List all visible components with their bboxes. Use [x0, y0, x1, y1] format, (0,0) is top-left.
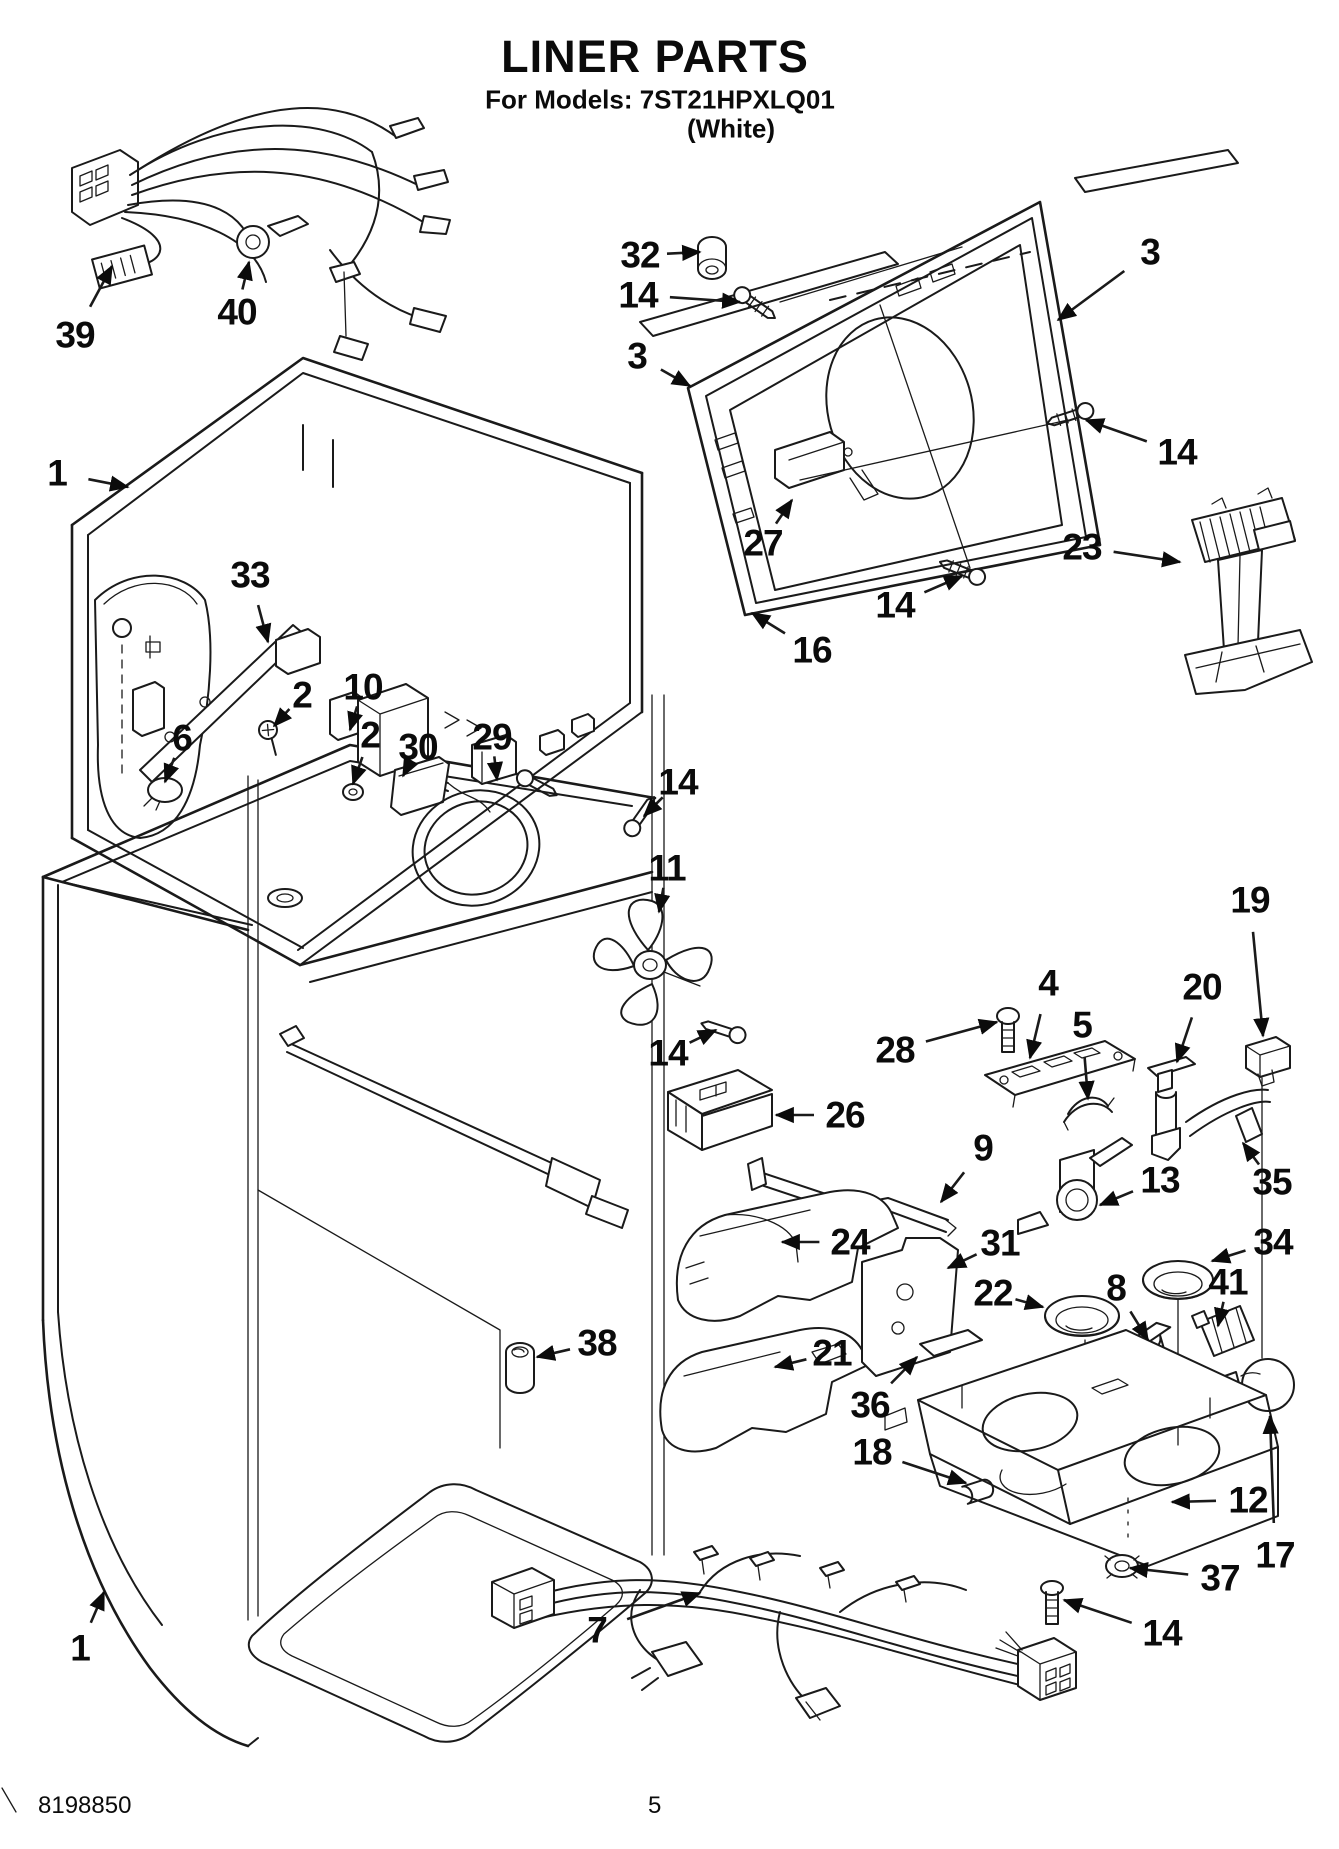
parts-cluster — [505, 1007, 1295, 1625]
page-title: LINER PARTS — [501, 31, 809, 82]
duct-21 — [659, 1327, 871, 1453]
callout-label-17: 17 — [1255, 1534, 1295, 1576]
callout-label-13: 13 — [1140, 1159, 1180, 1201]
nut-2 — [342, 783, 364, 801]
screw-14-fan-low — [700, 1020, 747, 1045]
fresh-food-liner — [41, 743, 657, 1748]
callout-label-20: 20 — [1182, 966, 1222, 1008]
ribbon-35 — [1185, 1088, 1271, 1143]
grommet-37 — [1104, 1554, 1140, 1579]
cup-22 — [1044, 1295, 1120, 1337]
box-26 — [667, 1069, 773, 1151]
callout-label-28: 28 — [875, 1029, 915, 1071]
bracket-13 — [1017, 1137, 1133, 1235]
fan-blade-11 — [592, 898, 713, 1026]
main-connector — [995, 1631, 1077, 1701]
callout-label-36: 36 — [850, 1384, 890, 1426]
callout-label-3: 3 — [627, 335, 648, 377]
callout-label-8: 8 — [1106, 1267, 1127, 1309]
callout-label-2: 2 — [292, 674, 313, 716]
board-4 — [984, 1040, 1136, 1108]
callout-label-1: 1 — [70, 1627, 91, 1669]
standoff-38 — [505, 1342, 535, 1394]
callout-label-19: 19 — [1230, 879, 1270, 921]
callout-label-14: 14 — [658, 761, 698, 803]
light-housing-12 — [884, 1329, 1279, 1567]
damper-23 — [1184, 487, 1313, 695]
harness-top — [71, 107, 451, 361]
freezer-liner — [70, 356, 644, 967]
callout-label-12: 12 — [1228, 1479, 1268, 1521]
callout-label-26: 26 — [825, 1094, 865, 1136]
callout-label-39: 39 — [55, 314, 95, 356]
callout-label-29: 29 — [472, 716, 512, 758]
callout-label-24: 24 — [830, 1221, 870, 1263]
callout-label-18: 18 — [852, 1431, 892, 1473]
harness-bottom — [491, 1545, 1077, 1721]
callout-label-6: 6 — [172, 717, 193, 759]
knob-6 — [143, 777, 183, 811]
screw-14-ring — [515, 769, 558, 797]
callout-label-14: 14 — [1157, 431, 1197, 473]
callout-label-7: 7 — [587, 1609, 608, 1651]
callout-label-30: 30 — [398, 726, 438, 768]
callout-label-14: 14 — [618, 274, 658, 316]
callout-label-37: 37 — [1200, 1557, 1240, 1599]
screw-14-d — [1040, 1580, 1064, 1625]
grommet-32 — [697, 236, 727, 280]
callout-label-11: 11 — [648, 847, 686, 889]
callout-label-10: 10 — [343, 666, 383, 708]
rear-panel — [639, 149, 1239, 617]
document-number: 8198850 — [38, 1792, 132, 1819]
duct-24 — [675, 1189, 899, 1322]
connector-19 — [1245, 1036, 1291, 1087]
callout-label-27: 27 — [743, 522, 783, 564]
screw-2 — [258, 720, 278, 756]
callout-label-40: 40 — [217, 291, 257, 333]
callout-label-1: 1 — [47, 452, 68, 494]
callout-label-16: 16 — [792, 629, 832, 671]
callout-label-3: 3 — [1140, 231, 1161, 273]
models-subtitle: For Models: 7ST21HPXLQ01 — [485, 84, 835, 115]
callout-label-32: 32 — [620, 234, 660, 276]
socket-41 — [1191, 1305, 1255, 1357]
callout-label-23: 23 — [1062, 526, 1102, 568]
callout-label-22: 22 — [973, 1272, 1013, 1314]
power-plug — [631, 1641, 703, 1691]
plate-31 — [861, 1237, 959, 1377]
fan-assembly — [411, 789, 747, 1045]
callout-label-41: 41 — [1208, 1261, 1248, 1303]
callout-label-5: 5 — [1072, 1004, 1093, 1046]
callout-label-14: 14 — [875, 584, 915, 626]
capsule-18 — [961, 1478, 995, 1505]
callout-label-31: 31 — [980, 1222, 1020, 1264]
duct-channel-lines — [247, 694, 665, 1621]
callout-label-14: 14 — [1142, 1612, 1182, 1654]
callout-label-34: 34 — [1253, 1221, 1293, 1263]
callout-label-38: 38 — [577, 1322, 617, 1364]
bolt-28 — [996, 1007, 1020, 1053]
callout-label-33: 33 — [230, 554, 270, 596]
callout-label-4: 4 — [1038, 962, 1059, 1004]
screw-14-c — [938, 559, 987, 586]
cup-34 — [1142, 1260, 1214, 1300]
round-connector-40 — [236, 215, 309, 259]
callout-label-2: 2 — [360, 714, 381, 756]
page-corner-mark — [1, 1787, 17, 1813]
callout-label-9: 9 — [973, 1127, 994, 1169]
page-number: 5 — [648, 1792, 662, 1819]
finish-subtitle: (White) — [686, 113, 776, 144]
screw-14-fan-top — [623, 796, 656, 838]
stem-20 — [1147, 1056, 1196, 1161]
callout-label-35: 35 — [1252, 1161, 1292, 1203]
callout-label-21: 21 — [812, 1332, 852, 1374]
callout-label-14: 14 — [648, 1032, 688, 1074]
